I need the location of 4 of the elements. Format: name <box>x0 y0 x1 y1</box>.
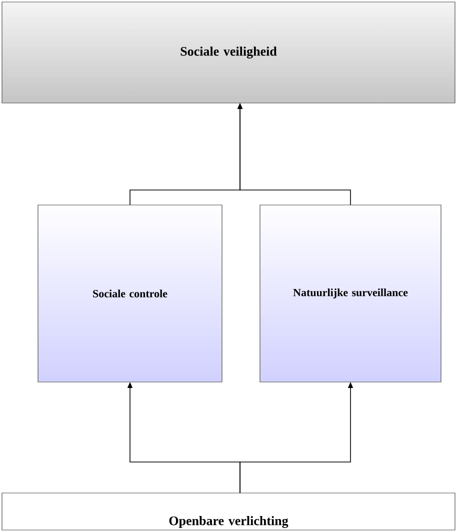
source-box: Openbare verlichting <box>2 492 456 530</box>
goal-box: Sociale veiligheid <box>2 2 456 104</box>
factor-box: Natuurlijke surveillance <box>260 204 442 382</box>
factor-box: Sociale controle <box>38 204 222 382</box>
